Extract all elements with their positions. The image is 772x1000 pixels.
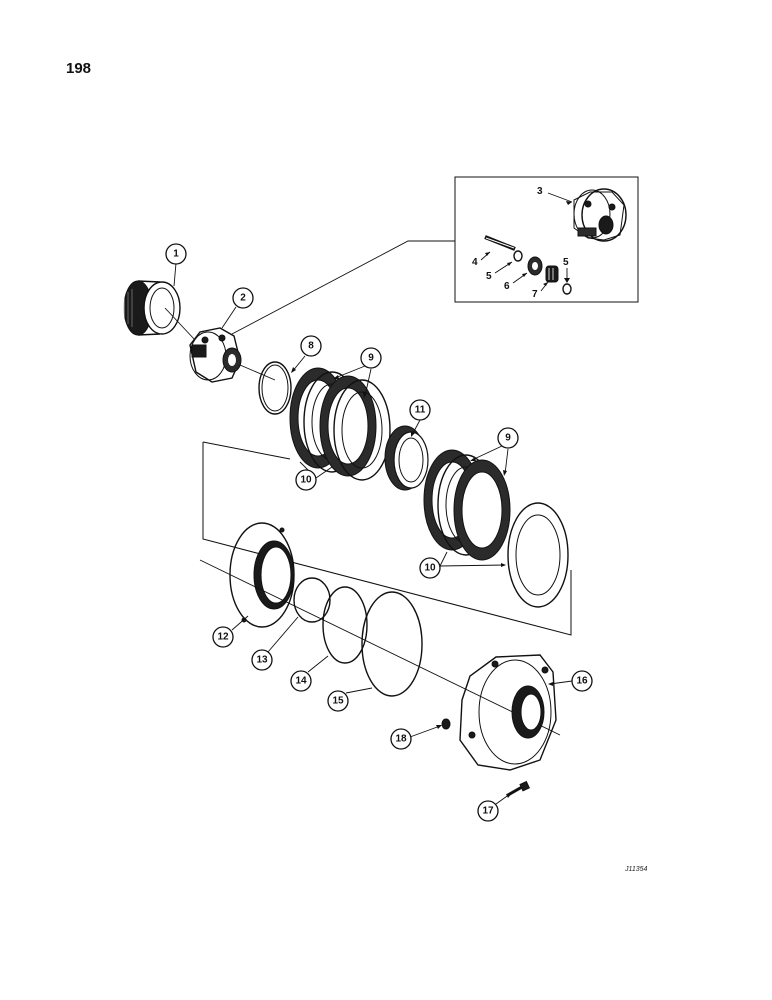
seal-small-part (293, 577, 331, 623)
inset-washer-part (513, 250, 523, 262)
svg-text:15: 15 (332, 696, 344, 707)
callout-1: 1 (165, 243, 187, 287)
callout-13: 13 (251, 616, 299, 671)
svg-text:9: 9 (505, 433, 511, 444)
inset-frame (454, 176, 639, 303)
seal-large-part (361, 591, 423, 697)
housing-part (459, 654, 557, 771)
clutch-pack-upper (289, 367, 391, 481)
inset-detail: 3 4 5 6 7 5 (454, 176, 639, 303)
callout-18: 18 (390, 725, 442, 750)
plug-part (441, 718, 451, 730)
callout-10-lower: 10 (419, 551, 506, 579)
callout-15: 15 (327, 687, 373, 712)
callout-10-upper: 10 (295, 461, 333, 491)
svg-text:11: 11 (415, 405, 426, 416)
group-bracket (202, 442, 572, 636)
inset-label-7: 7 (532, 289, 538, 300)
callout-8: 8 (291, 335, 322, 373)
inset-label-6: 6 (504, 281, 510, 292)
svg-text:10: 10 (300, 475, 312, 486)
svg-text:2: 2 (240, 293, 246, 304)
separator-plate-part (507, 502, 569, 608)
clutch-pack-lower (423, 449, 511, 561)
inset-connector-line (231, 240, 455, 335)
svg-text:13: 13 (256, 655, 268, 666)
svg-text:12: 12 (217, 632, 229, 643)
piston-plate-part (229, 522, 295, 628)
callout-11: 11 (409, 399, 431, 437)
figure-id: J11354 (625, 866, 648, 873)
svg-text:10: 10 (424, 563, 436, 574)
callout-16: 16 (548, 670, 593, 692)
page-number: 198 (66, 60, 92, 77)
bolt-part (507, 780, 530, 797)
inset-label-5a: 5 (486, 271, 492, 282)
svg-text:18: 18 (395, 734, 407, 745)
inset-label-4: 4 (472, 257, 478, 268)
callout-17: 17 (477, 793, 512, 822)
inset-gear-part (527, 256, 543, 276)
planetary-carrier-part (189, 327, 242, 383)
inset-label-5b: 5 (563, 257, 569, 268)
callout-9-upper: 9 (333, 347, 382, 398)
inset-carrier-part (573, 188, 627, 242)
svg-text:14: 14 (295, 676, 307, 687)
inset-bearing-part (545, 265, 559, 283)
svg-text:8: 8 (308, 341, 314, 352)
inset-washer-part-2 (562, 283, 572, 295)
svg-text:1: 1 (173, 249, 179, 260)
seal-medium-part (322, 586, 368, 664)
inset-label-3: 3 (537, 186, 543, 197)
callout-12: 12 (212, 615, 249, 648)
callout-14: 14 (290, 655, 329, 692)
ring-gear-part (123, 280, 181, 336)
callout-9-lower: 9 (470, 427, 519, 476)
svg-text:9: 9 (368, 353, 374, 364)
svg-text:17: 17 (482, 806, 494, 817)
callout-2: 2 (221, 287, 254, 329)
snap-ring-part (258, 361, 292, 415)
svg-text:16: 16 (576, 676, 588, 687)
spacer-ring-part (384, 425, 429, 491)
